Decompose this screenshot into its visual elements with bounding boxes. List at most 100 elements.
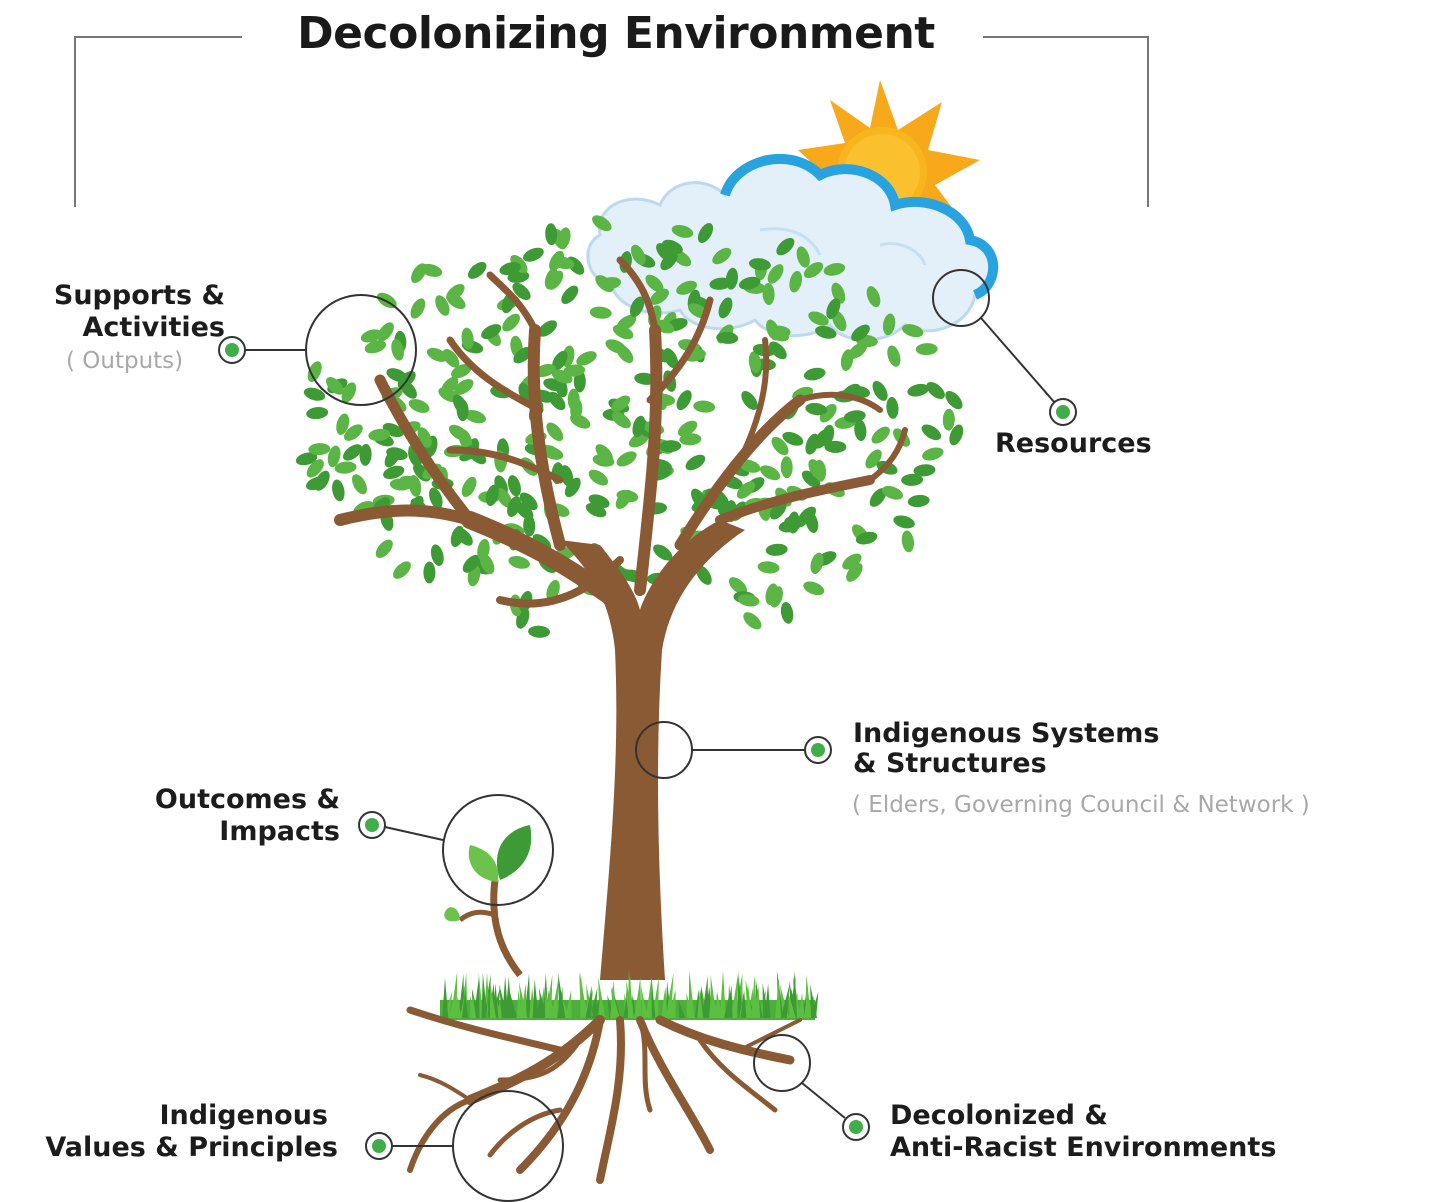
grass-blade — [780, 984, 790, 1018]
leaf — [739, 459, 761, 473]
leaf — [840, 349, 854, 371]
connector-dot-outcomes — [358, 811, 386, 839]
leaf — [765, 543, 788, 556]
grass-blade — [450, 971, 458, 1018]
leaf — [676, 280, 697, 295]
leaf — [502, 313, 520, 332]
leaf — [886, 396, 899, 419]
leaf — [612, 324, 634, 340]
leaf — [743, 612, 762, 630]
leaf — [709, 277, 732, 290]
leaf — [759, 465, 781, 481]
grass-blade — [509, 996, 518, 1018]
label-supports-line1: Supports & — [53, 280, 225, 311]
leaf — [656, 243, 674, 262]
leaf — [307, 361, 322, 382]
leaf — [676, 390, 692, 411]
leaf — [921, 424, 942, 441]
grass-blade — [719, 970, 726, 1018]
leaf — [544, 268, 559, 290]
label-resources: Resources — [995, 428, 1152, 459]
leaf — [499, 262, 521, 276]
leaf — [519, 492, 538, 511]
leaf — [592, 215, 612, 232]
label-decolonized: Decolonized & Anti-Racist Environments — [890, 1100, 1276, 1164]
leaf — [893, 515, 915, 529]
leaf — [430, 544, 444, 566]
leaf — [589, 306, 612, 319]
leaf — [768, 327, 790, 342]
leaf — [389, 478, 412, 491]
grass-blade — [762, 982, 769, 1018]
grass-blade — [516, 990, 523, 1018]
tree-icon — [334, 256, 908, 980]
leaf — [945, 390, 963, 410]
leaf — [611, 411, 631, 429]
leaf — [611, 395, 631, 412]
grass-blade — [764, 983, 771, 1018]
leaf — [649, 288, 669, 305]
label-systems: Indigenous Systems & Structures — [853, 718, 1160, 780]
leaf — [869, 488, 887, 507]
grass-blade — [754, 985, 761, 1018]
grass-blade — [585, 985, 592, 1018]
label-supports-line2: Activities — [82, 312, 225, 343]
callout-connectors — [245, 269, 1056, 1202]
leaf — [866, 286, 881, 308]
leaf — [851, 324, 870, 342]
leaf — [364, 340, 387, 354]
label-systems-line2: & Structures — [853, 748, 1047, 779]
leaf — [507, 475, 521, 497]
leaf — [769, 341, 787, 360]
leaf — [442, 348, 460, 368]
grass-blade — [798, 992, 805, 1018]
leaf — [803, 262, 824, 279]
label-values: Indigenous Values & Principles — [30, 1100, 338, 1164]
grass-blade — [810, 984, 817, 1018]
grass-blade — [623, 998, 630, 1018]
leaf — [741, 391, 758, 410]
leaf — [448, 424, 469, 441]
grass-blade — [775, 978, 782, 1018]
leaf — [462, 554, 481, 573]
grass-blade — [504, 986, 510, 1018]
leaf — [685, 454, 706, 471]
leaf — [653, 544, 673, 561]
grass-blade — [532, 978, 539, 1018]
leaf — [632, 415, 646, 438]
leaf — [420, 263, 443, 277]
leaf — [467, 261, 487, 279]
leaf — [787, 511, 800, 534]
grass-blade — [791, 970, 798, 1018]
leaf — [557, 227, 571, 250]
leaf — [771, 436, 789, 456]
connector-dots — [218, 336, 1077, 1160]
leaf — [913, 464, 936, 477]
leaf — [846, 562, 863, 582]
leaf — [332, 479, 345, 502]
grass-blade — [462, 990, 468, 1018]
leaf — [410, 298, 426, 319]
grass-blade — [442, 977, 449, 1018]
grass-blade — [545, 974, 553, 1018]
leaf — [375, 539, 393, 558]
leaf — [576, 351, 597, 366]
leaf — [343, 424, 363, 441]
leaf — [461, 476, 477, 498]
leaf — [780, 602, 794, 624]
leaf — [738, 276, 761, 290]
leaf — [616, 451, 637, 467]
title-bracket — [74, 36, 1149, 207]
leaf — [454, 379, 474, 395]
leaf — [803, 367, 826, 381]
leaf — [528, 625, 551, 638]
grass-blade — [558, 972, 566, 1018]
leaf — [855, 531, 878, 545]
leaf — [926, 381, 945, 400]
leaf — [481, 324, 502, 340]
leaf — [767, 264, 784, 284]
leaf — [882, 485, 903, 500]
leaf — [671, 224, 694, 238]
grass-blade — [627, 970, 634, 1018]
